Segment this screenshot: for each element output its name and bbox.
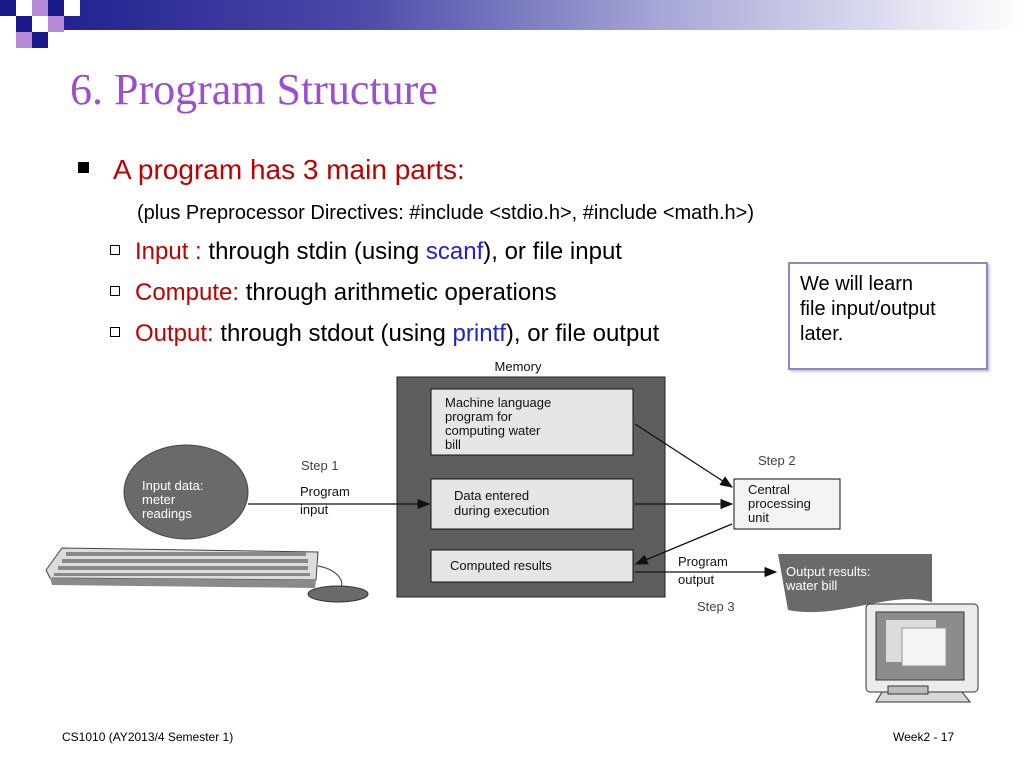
checker-logo-icon [0, 0, 80, 48]
data-entered-box [430, 478, 634, 530]
hollow-square-bullet-icon [110, 245, 120, 255]
callout-box: We will learn file input/output later. [788, 262, 988, 370]
item-text: through stdin (using [201, 238, 426, 265]
bullet-item-output: Output: through stdout (using printf), o… [110, 320, 659, 348]
cpu-to-results-arrow [634, 523, 733, 565]
program-to-cpu-arrow [634, 423, 734, 488]
header-gradient-bar [0, 0, 1024, 30]
footer-page-number: Week2 - 17 [893, 730, 955, 744]
item-text: through stdout (using [213, 320, 453, 347]
preprocessor-note: (plus Preprocessor Directives: #include … [137, 202, 754, 224]
computed-results-box [430, 549, 634, 583]
hollow-square-bullet-icon [110, 327, 120, 337]
output-results-shape [778, 554, 932, 613]
input-data-ellipse [123, 444, 249, 540]
program-input-label-1: Program [300, 484, 350, 499]
main-bullet-text: A program has 3 main parts: [113, 154, 465, 185]
program-output-label-1: Program [678, 554, 728, 569]
item-label: Output [135, 320, 208, 347]
square-bullet-icon [78, 162, 89, 173]
slide-title: 6. Program Structure [70, 65, 438, 114]
item-text-end: ), or file input [483, 238, 622, 265]
keyboard-icon [45, 547, 319, 588]
monitor-icon [865, 603, 979, 703]
cpu-box [733, 478, 841, 530]
program-input-label-2: input [300, 502, 329, 517]
callout-line: We will learn [800, 273, 913, 295]
input-data-text: Input data: meter readings [142, 478, 207, 521]
output-results-text: Output results: water bill [785, 564, 874, 593]
item-code: scanf [425, 238, 484, 265]
step-2-label: Step 2 [758, 453, 796, 468]
item-separator: : [207, 320, 214, 347]
computed-results-text: Computed results [450, 558, 552, 573]
bullet-item-input: Input : through stdin (using scanf), or … [110, 238, 622, 266]
item-separator: : [188, 238, 202, 265]
callout-line: file input/output [800, 298, 936, 320]
cpu-box-text: Central processing unit [748, 482, 815, 525]
program-output-label-2: output [678, 572, 715, 587]
item-label: Input [135, 238, 189, 265]
step-3-label: Step 3 [697, 599, 735, 614]
item-label: Compute [135, 279, 233, 306]
footer-course: CS1010 (AY2013/4 Semester 1) [62, 730, 234, 744]
callout-line: later. [800, 323, 844, 345]
item-text: through arithmetic operations [239, 279, 557, 306]
mouse-icon [307, 565, 369, 603]
bullet-item-compute: Compute: through arithmetic operations [110, 279, 557, 307]
item-separator: : [232, 279, 240, 306]
memory-label: Memory [495, 359, 542, 374]
data-entered-text: Data entered during execution [454, 488, 549, 518]
item-code: printf [452, 320, 506, 347]
program-box [430, 388, 634, 456]
item-text-end: ), or file output [505, 320, 660, 347]
step-1-label: Step 1 [301, 458, 339, 473]
program-box-text: Machine language program for computing w… [445, 395, 555, 452]
program-structure-diagram: Memory Machine language program for comp… [45, 359, 979, 703]
main-bullet: A program has 3 main parts: [78, 154, 465, 186]
hollow-square-bullet-icon [110, 286, 120, 296]
